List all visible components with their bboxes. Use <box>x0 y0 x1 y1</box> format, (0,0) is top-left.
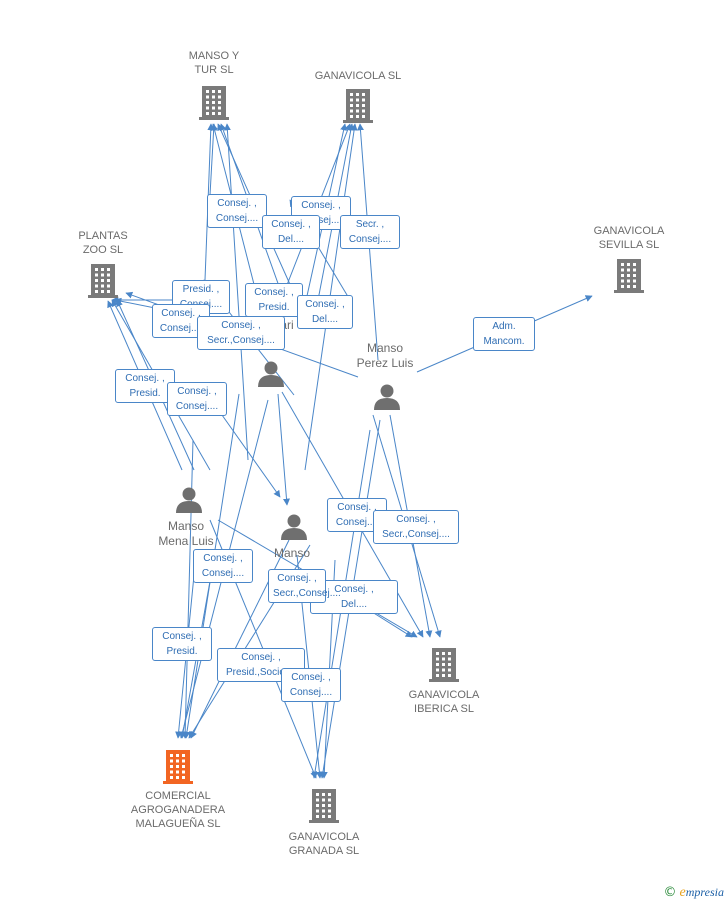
relation-edge <box>277 393 290 506</box>
company-label[interactable]: PLANTAS ZOO SL <box>78 230 128 256</box>
relation-label[interactable]: Consej. , Secr.,Consej.... <box>197 316 285 350</box>
brand-name: mpresia <box>685 885 724 899</box>
company-label[interactable]: GANAVICOLA IBERICA SL <box>408 689 480 715</box>
relation-label[interactable]: Consej. , Presid. <box>245 283 303 317</box>
company-building-icon[interactable] <box>343 89 373 123</box>
relation-edge <box>223 123 249 461</box>
brand-initial: e <box>679 885 686 900</box>
person-icon[interactable] <box>258 361 284 388</box>
company-building-icon[interactable] <box>88 264 118 298</box>
person-label[interactable]: Manso Mena Luis <box>158 519 214 548</box>
company-label[interactable]: COMERCIAL AGROGANADERA MALAGUEÑA SL <box>130 790 226 830</box>
company-label[interactable]: GANAVICOLA SL <box>314 70 402 82</box>
person-icon[interactable] <box>176 487 202 514</box>
company-building-icon[interactable] <box>309 789 339 823</box>
copyright-symbol: © <box>663 885 677 900</box>
relation-label[interactable]: Consej. , Consej.... <box>193 549 253 583</box>
person-label[interactable]: Manso Perez Luis <box>356 341 414 370</box>
relation-label[interactable]: Consej. , Del.... <box>262 215 320 249</box>
relation-label[interactable]: Consej. , Presid. <box>152 627 212 661</box>
relation-edge <box>209 123 218 196</box>
relation-label[interactable]: Consej. , Consej.... <box>207 194 267 228</box>
company-building-icon[interactable] <box>199 86 229 120</box>
relation-label[interactable]: Consej. , Secr.,Consej.... <box>373 510 459 544</box>
relation-label[interactable]: Consej. , Consej.... <box>167 382 227 416</box>
relation-label[interactable]: Adm. Mancom. <box>473 317 535 351</box>
company-label[interactable]: MANSO Y TUR SL <box>188 50 240 76</box>
relation-label[interactable]: Consej. , Presid. <box>115 369 175 403</box>
person-label[interactable]: Manso <box>273 546 311 560</box>
company-label[interactable]: GANAVICOLA GRANADA SL <box>288 831 360 857</box>
person-icon[interactable] <box>374 384 400 411</box>
relation-label[interactable]: Consej. , Del.... <box>297 295 353 329</box>
relation-label[interactable]: Secr. , Consej.... <box>340 215 400 249</box>
company-building-icon[interactable] <box>614 259 644 293</box>
relation-label[interactable]: Consej. , Consej.... <box>281 668 341 702</box>
relation-label[interactable]: Consej. , Secr.,Consej.... <box>268 569 341 603</box>
company-building-icon[interactable] <box>163 750 193 784</box>
company-building-icon[interactable] <box>429 648 459 682</box>
company-label[interactable]: GANAVICOLA SEVILLA SL <box>593 225 665 251</box>
person-icon[interactable] <box>281 514 307 541</box>
empresia-logo: © empresia <box>664 885 724 901</box>
relation-edge <box>181 439 194 739</box>
relation-edge <box>221 414 281 498</box>
